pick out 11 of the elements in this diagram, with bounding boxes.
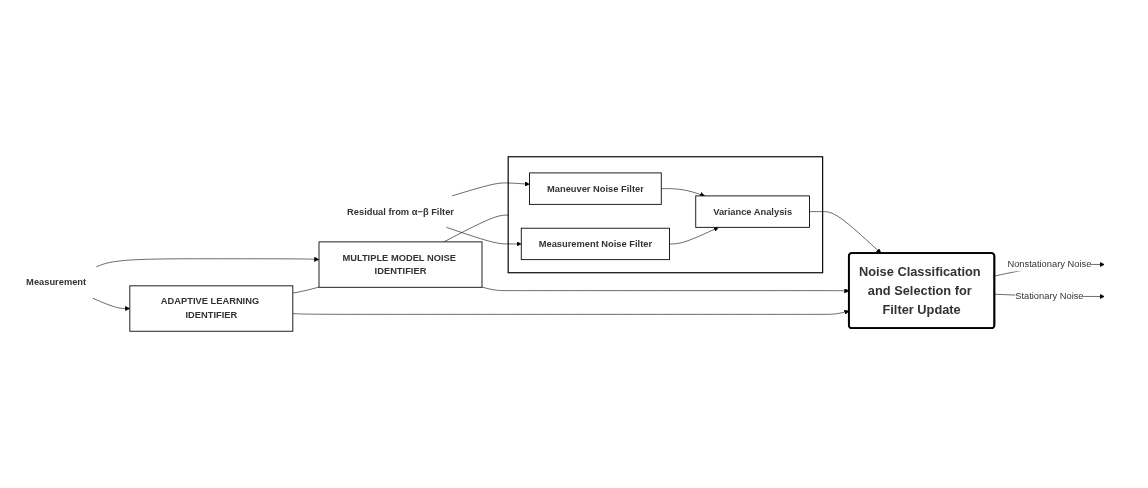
node-box: MULTIPLE MODEL NOISE IDENTIFIER xyxy=(318,241,483,288)
edge-label: Stationary Noise xyxy=(1015,291,1084,302)
node-text: Residual from α−β Filter xyxy=(347,206,454,217)
edge-label: Nonstationary Noise xyxy=(1007,259,1092,270)
node-box: Measurement Noise Filter xyxy=(520,227,670,261)
cluster xyxy=(507,156,824,274)
node-text: Measurement xyxy=(26,277,87,288)
node-box: ADAPTIVE LEARNING IDENTIFIER xyxy=(129,285,294,332)
node-box: Maneuver Noise Filter xyxy=(529,172,662,205)
node-box: Variance Analysis xyxy=(695,195,810,228)
connector xyxy=(292,286,320,294)
